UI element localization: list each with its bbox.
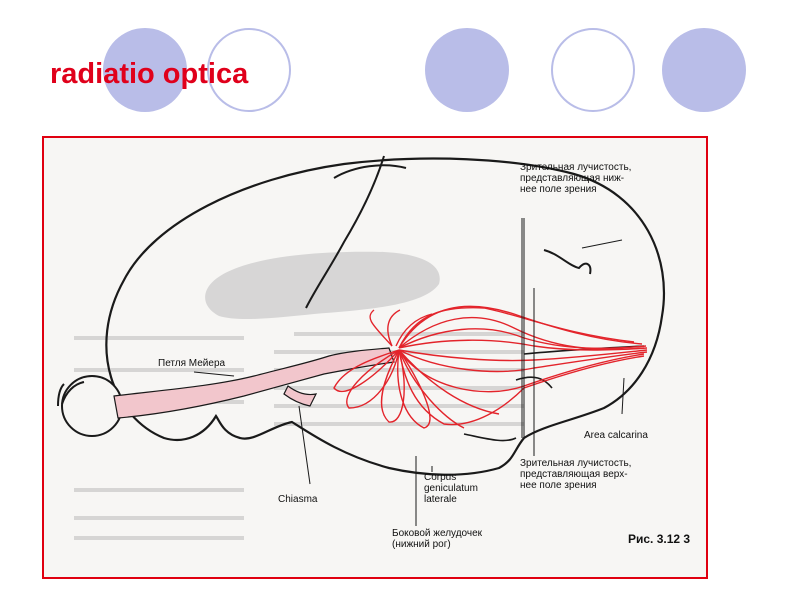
label-meyer-loop: Петля Мейера — [158, 358, 226, 369]
leader-lines — [193, 218, 625, 526]
occipital-notch — [543, 249, 592, 275]
central-sulcus — [305, 155, 385, 309]
decor-circle-4 — [551, 28, 635, 112]
label-lower-radiation: Зрительная лучистость, представляющая ве… — [520, 458, 632, 491]
hippocampus-line — [463, 433, 517, 442]
label-area-calcarina: Area calcarina — [584, 430, 648, 441]
background-text — [74, 332, 524, 540]
decor-circle-1 — [103, 28, 187, 112]
ventricle-shadow — [205, 251, 440, 320]
decor-circle-2 — [207, 28, 291, 112]
eyeball — [57, 375, 123, 437]
decor-circle-5 — [662, 28, 746, 112]
slide-title: radiatio optica — [50, 58, 249, 90]
optic-nerve — [113, 347, 395, 419]
decor-circle-3 — [425, 28, 509, 112]
label-chiasma: Chiasma — [278, 494, 318, 505]
temporal-sulcus — [515, 376, 553, 389]
chiasma-shape — [283, 385, 318, 407]
label-ventricle: Боковой желудочек (нижний рог) — [392, 528, 483, 550]
brain-outline — [105, 157, 666, 476]
figure-frame: Зрительная лучистость, представляющая ни… — [42, 136, 708, 579]
label-upper-radiation: Зрительная лучистость, представляющая ни… — [520, 162, 632, 195]
brain-diagram — [57, 155, 666, 540]
label-corpus-geniculatum: Corpus geniculatum laterale — [424, 472, 478, 505]
figure-caption: Рис. 3.12 3 — [628, 532, 691, 546]
sulcus-upper — [333, 164, 407, 179]
